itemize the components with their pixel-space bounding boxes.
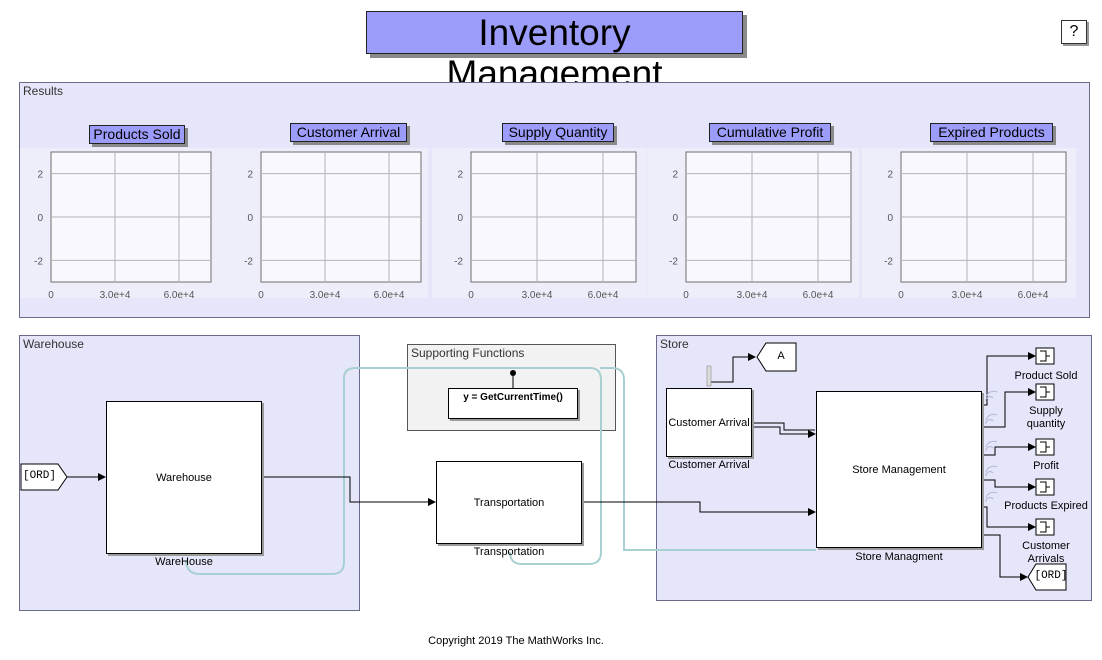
transportation-block-label: Transportation	[473, 546, 545, 558]
x-tick-label: 6.0e+4	[164, 290, 195, 301]
x-tick-label: 3.0e+4	[310, 290, 341, 301]
y-tick-label: 2	[247, 170, 253, 181]
feedback-line-transport	[185, 367, 602, 575]
warehouse-block-text: Warehouse	[156, 471, 212, 484]
signal-out-goto-ord	[983, 534, 1028, 581]
warehouse-block-label: WareHouse	[155, 556, 213, 568]
x-tick-label: 0	[898, 290, 904, 301]
y-tick-label: -2	[454, 256, 463, 267]
signal-customer-store-1	[752, 422, 815, 431]
goto-a-tag-shape	[756, 342, 797, 372]
y-tick-label: -2	[244, 256, 253, 267]
x-tick-label: 3.0e+4	[737, 290, 768, 301]
store-management-block[interactable]: Store Management	[816, 391, 982, 548]
from-ord-tag-shape	[20, 463, 68, 491]
terminator-profit	[1035, 438, 1055, 456]
chart-title-expired-products: Expired Products	[930, 123, 1053, 142]
goto-ord-tag[interactable]: [ORD]	[1034, 570, 1068, 582]
y-tick-label: -2	[884, 256, 893, 267]
signal-warehouse-transport	[262, 476, 436, 506]
output-label-products-expired: Products Expired	[1004, 500, 1088, 512]
x-tick-label: 3.0e+4	[522, 290, 553, 301]
y-tick-label: 2	[457, 170, 463, 181]
signal-out-products-expired	[983, 479, 1036, 491]
output-label-product-sold: Product Sold	[1014, 370, 1078, 382]
signal-out-profit	[983, 443, 1036, 456]
x-tick-label: 0	[683, 290, 689, 301]
signal-lines	[20, 342, 1067, 591]
warehouse-area-label: Warehouse	[23, 337, 84, 351]
x-tick-label: 6.0e+4	[1018, 290, 1049, 301]
x-tick-label: 6.0e+4	[803, 290, 834, 301]
terminator-icons	[1035, 347, 1055, 536]
signal-out-product-sold	[983, 352, 1036, 406]
x-tick-label: 3.0e+4	[952, 290, 983, 301]
feedback-line-store	[600, 367, 816, 551]
signal-customer-store-2	[752, 426, 816, 438]
signal-out-supply-quantity	[983, 388, 1036, 428]
y-tick-label: 0	[37, 213, 43, 224]
x-tick-label: 0	[48, 290, 54, 301]
x-tick-label: 6.0e+4	[588, 290, 619, 301]
terminator-customer-arrivals	[1035, 518, 1055, 536]
output-label-supply-quantity: Supply quantity	[1026, 405, 1066, 430]
chart-title-supply-quantity: Supply Quantity	[502, 123, 614, 142]
store-management-block-text: Store Management	[852, 463, 946, 476]
get-current-time-text: y = GetCurrentTime()	[463, 392, 563, 403]
y-tick-label: -2	[34, 256, 43, 267]
terminator-supply-quantity	[1035, 383, 1055, 401]
customer-input-port	[706, 365, 712, 387]
y-tick-label: 0	[247, 213, 253, 224]
output-label-customer-arrivals: Customer Arrivals	[1022, 540, 1070, 565]
terminator-products-expired	[1035, 478, 1055, 496]
store-area-label: Store	[660, 337, 689, 351]
warehouse-block[interactable]: Warehouse	[106, 401, 262, 554]
store-management-block-label: Store Managment	[855, 551, 943, 563]
customer-arrival-block-label: Customer Arrival	[668, 459, 750, 471]
transportation-block-text: Transportation	[473, 496, 545, 509]
y-tick-label: 2	[37, 170, 43, 181]
chart-title-cumulative-profit: Cumulative Profit	[709, 123, 831, 142]
x-tick-label: 6.0e+4	[374, 290, 405, 301]
help-button[interactable]: ?	[1061, 20, 1087, 44]
signal-out-customer-arrivals	[983, 506, 1036, 531]
y-tick-label: -2	[669, 256, 678, 267]
y-tick-label: 0	[887, 213, 893, 224]
chart-title-customer-arrival: Customer Arrival	[290, 123, 407, 142]
customer-arrival-block[interactable]: Customer Arrival	[666, 388, 752, 457]
logging-badges	[985, 390, 998, 503]
customer-arrival-block-text: Customer Arrival	[668, 416, 750, 429]
transportation-block[interactable]: Transportation	[436, 461, 582, 544]
get-current-time-block[interactable]: y = GetCurrentTime()	[448, 388, 578, 419]
supporting-functions-label: Supporting Functions	[411, 346, 525, 360]
signal-transport-store	[582, 501, 816, 516]
goto-a-tag[interactable]: A	[777, 350, 785, 362]
results-area-label: Results	[23, 84, 64, 98]
terminator-glyphs	[1040, 350, 1050, 533]
goto-ord-tag-shape	[1027, 563, 1067, 591]
y-tick-label: 2	[887, 170, 893, 181]
x-tick-label: 3.0e+4	[100, 290, 131, 301]
signal-to-goto-a	[711, 353, 756, 383]
x-tick-label: 0	[468, 290, 474, 301]
results-charts: 2 0 -2 0 3.0e+4 6.0e+4 2 0 -2 0 3.0e+4 6.0e+4 2 0 -2 0 3…	[34, 151, 1067, 301]
function-connector-dot	[510, 370, 516, 376]
output-label-profit: Profit	[1033, 460, 1059, 472]
x-tick-label: 0	[258, 290, 264, 301]
chart-title-products-sold: Products Sold	[89, 125, 185, 144]
from-ord-tag[interactable]: [ORD]	[22, 470, 56, 482]
terminator-product-sold	[1035, 347, 1055, 365]
y-tick-label: 0	[457, 213, 463, 224]
y-tick-label: 2	[672, 170, 678, 181]
copyright-footer: Copyright 2019 The MathWorks Inc.	[428, 635, 604, 647]
y-tick-label: 0	[672, 213, 678, 224]
